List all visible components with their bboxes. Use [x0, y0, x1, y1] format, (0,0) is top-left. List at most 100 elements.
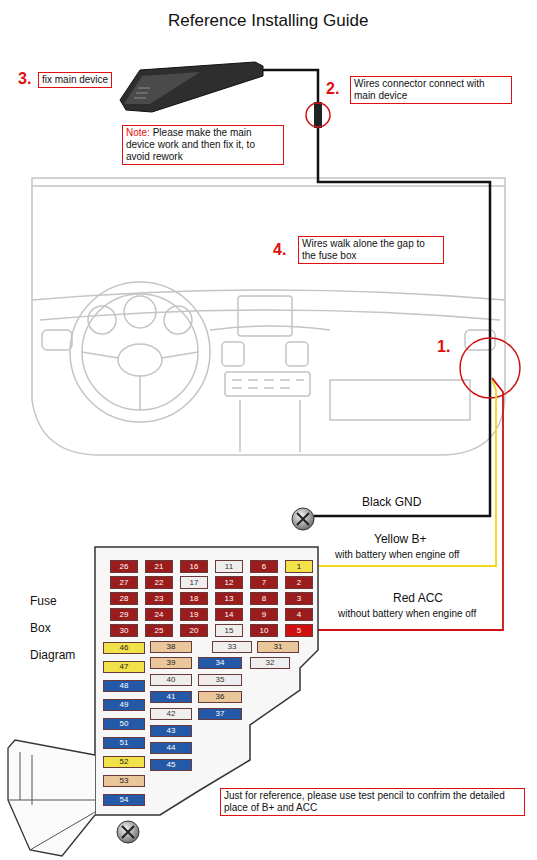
- fuse-number: 24: [155, 611, 164, 619]
- fuse-number: 14: [225, 611, 234, 619]
- fuse: 24: [145, 608, 173, 621]
- fuse-number: 28: [120, 595, 129, 603]
- fuse-number: 36: [216, 693, 225, 701]
- dashboard-drawing: [32, 178, 505, 455]
- fuse: 12: [215, 576, 243, 589]
- fuse: 37: [198, 708, 242, 720]
- wire-connector: [314, 102, 322, 128]
- fuse-number: 48: [120, 682, 129, 690]
- fuse-number: 13: [225, 595, 234, 603]
- fuse-number: 33: [228, 643, 237, 651]
- fuse-number: 45: [167, 761, 176, 769]
- fuse-number: 26: [120, 563, 129, 571]
- callout-text: Wires walk alone the gap to the fuse box: [302, 238, 425, 261]
- fuse: 38: [150, 641, 192, 653]
- fuse: 53: [103, 775, 145, 787]
- fuse: 4: [285, 608, 313, 621]
- callout-box: Just for reference, please use test penc…: [220, 788, 525, 816]
- fuse-number: 18: [190, 595, 199, 603]
- fuse: 33: [212, 641, 252, 653]
- fuse: 17: [180, 576, 208, 589]
- red-wire: [313, 378, 503, 630]
- note-heading: Note:: [126, 127, 150, 138]
- fuse: 28: [110, 592, 138, 605]
- fuse-box-outline: [95, 547, 318, 815]
- fuse: 6: [250, 560, 278, 573]
- fuse-number: 35: [216, 676, 225, 684]
- fuse-number: 53: [120, 777, 129, 785]
- fuse-number: 20: [190, 627, 199, 635]
- fuse: 3: [285, 592, 313, 605]
- fuse-number: 11: [225, 563, 233, 571]
- fuse-number: 34: [216, 659, 225, 667]
- fuse: 27: [110, 576, 138, 589]
- callout-number: 4.: [273, 241, 286, 259]
- fuse-number: 47: [120, 663, 129, 671]
- callout-circle: [460, 338, 520, 398]
- fuse-number: 52: [120, 758, 129, 766]
- fuse: 7: [250, 576, 278, 589]
- fuse: 16: [180, 560, 208, 573]
- fuse: 41: [150, 691, 192, 703]
- fuse-box-caption: Diagram: [30, 649, 75, 663]
- fuse: 49: [103, 699, 145, 711]
- fuse-number: 9: [262, 611, 266, 619]
- ground-screw: [292, 508, 314, 530]
- fuse: 25: [145, 624, 173, 637]
- callout-text: fix main device: [42, 74, 108, 85]
- callout-box: Wires connector connect with main device: [350, 76, 512, 104]
- fuse-number: 19: [190, 611, 199, 619]
- fuse: 54: [103, 794, 145, 806]
- fuse-number: 31: [274, 643, 283, 651]
- fuse: 51: [103, 737, 145, 749]
- screw: [117, 821, 139, 843]
- fuse-number: 29: [120, 611, 129, 619]
- fuse-number: 54: [120, 796, 129, 804]
- fuse-box-bracket: [8, 740, 95, 856]
- fuse-box-caption: Box: [30, 622, 51, 636]
- fuse: 11: [215, 560, 243, 573]
- fuse: 18: [180, 592, 208, 605]
- fuse-number: 1: [297, 563, 301, 571]
- fuse: 2: [285, 576, 313, 589]
- fuse-number: 32: [266, 659, 275, 667]
- fuse-number: 37: [216, 710, 225, 718]
- fuse: 31: [257, 641, 299, 653]
- fuse-number: 38: [167, 643, 176, 651]
- fuse: 20: [180, 624, 208, 637]
- fuse-box-caption: Fuse: [30, 595, 57, 609]
- fuse-number: 50: [120, 720, 129, 728]
- fuse-number: 23: [155, 595, 164, 603]
- wire-label: Yellow B+: [374, 533, 427, 547]
- fuse-number: 30: [120, 627, 129, 635]
- fuse: 5: [285, 624, 313, 637]
- fuse: 19: [180, 608, 208, 621]
- fuse-number: 7: [262, 579, 266, 587]
- black-wire: [263, 70, 490, 516]
- bracket-detail: [8, 752, 95, 850]
- wire-label: Black GND: [362, 496, 421, 510]
- fuse-number: 25: [155, 627, 164, 635]
- fuse-number: 8: [262, 595, 266, 603]
- fuse: 36: [198, 691, 242, 703]
- fuse: 23: [145, 592, 173, 605]
- fuse: 15: [215, 624, 243, 637]
- fuse: 50: [103, 718, 145, 730]
- fuse-number: 3: [297, 595, 301, 603]
- fuse-number: 27: [120, 579, 129, 587]
- yellow-wire: [313, 380, 496, 566]
- fuse-number: 21: [155, 563, 164, 571]
- callout-box: Note: Please make the main device work a…: [122, 125, 284, 165]
- fuse-number: 2: [297, 579, 301, 587]
- title: Reference Installing Guide: [168, 11, 368, 31]
- wire-label: Red ACC: [393, 592, 443, 606]
- fuse-number: 44: [167, 744, 176, 752]
- fuse: 43: [150, 725, 192, 737]
- fuse: 26: [110, 560, 138, 573]
- wire-label: with battery when engine off: [335, 549, 459, 561]
- fuse-number: 17: [190, 579, 199, 587]
- fuse: 10: [250, 624, 278, 637]
- fuse: 13: [215, 592, 243, 605]
- fuse: 35: [198, 674, 242, 686]
- fuse: 45: [150, 759, 192, 771]
